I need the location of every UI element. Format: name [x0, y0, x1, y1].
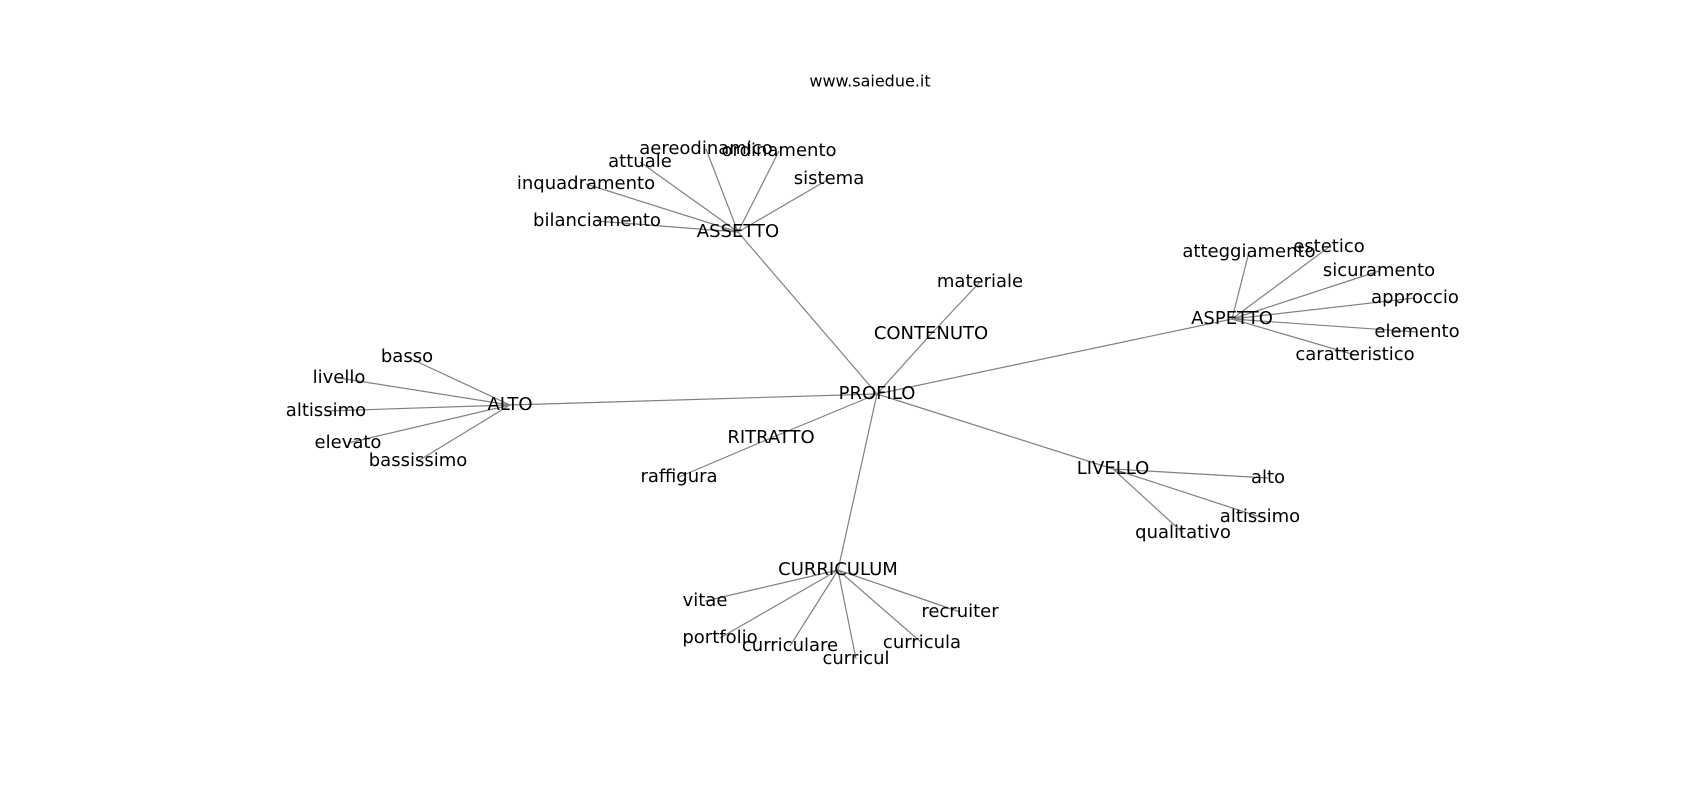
node-label-curricul: curricul: [822, 648, 889, 669]
node-label-approccio: approccio: [1371, 287, 1459, 308]
edge-ritratto-raffigura: [678, 437, 772, 478]
edge-assetto-ordinamento: [737, 150, 780, 233]
node-label-curricula: curricula: [883, 632, 961, 653]
node-label-altissimo_l: altissimo: [1220, 506, 1300, 527]
node-label-estetico: estetico: [1293, 236, 1365, 257]
node-label-sistema: sistema: [794, 168, 864, 189]
node-label-ordinamento: ordinamento: [721, 140, 836, 161]
node-label-curriculum: CURRICULUM: [778, 559, 898, 580]
edge-aspetto-atteggiamento: [1231, 251, 1250, 320]
node-label-recruiter: recruiter: [921, 601, 999, 622]
node-label-livello: livello: [313, 367, 366, 388]
edge-assetto-attuale: [639, 161, 739, 233]
edge-alto-altissimo_a: [325, 404, 511, 412]
node-label-portfolio: portfolio: [682, 627, 757, 648]
edge-aspetto-approccio: [1231, 297, 1416, 320]
edge-curriculum-portfolio: [719, 569, 839, 639]
edge-aspetto-caratteristico: [1231, 318, 1356, 356]
edge-profilo-assetto: [737, 231, 878, 395]
node-label-atteggiamento: atteggiamento: [1182, 241, 1315, 262]
node-label-qualitativo: qualitativo: [1135, 522, 1231, 543]
node-label-contenuto: CONTENUTO: [874, 323, 988, 344]
edge-profilo-aspetto: [876, 318, 1233, 395]
edge-aspetto-elemento: [1231, 318, 1418, 333]
edge-assetto-bilanciamento: [596, 220, 739, 233]
edge-curriculum-vitae: [704, 569, 839, 602]
edge-profilo-livello: [876, 393, 1114, 470]
edge-assetto-sistema: [737, 178, 830, 233]
edge-contenuto-materiale: [930, 281, 981, 335]
edge-curriculum-curricul: [837, 569, 857, 660]
edge-aspetto-estetico: [1231, 246, 1330, 320]
node-label-alto: alto: [1251, 467, 1285, 488]
node-label-vitae: vitae: [683, 590, 728, 611]
node-label-profilo: PROFILO: [839, 383, 916, 404]
node-label-elevato: elevato: [315, 432, 382, 453]
edge-profilo-curriculum: [837, 393, 878, 571]
node-label-inquadramento: inquadramento: [517, 173, 655, 194]
graph-edges: [325, 148, 1418, 660]
edge-livello-alto: [1112, 468, 1269, 479]
node-label-bilanciamento: bilanciamento: [533, 210, 661, 231]
edge-assetto-inquadramento: [585, 183, 739, 233]
edge-profilo-ritratto: [770, 393, 878, 439]
node-label-aereodinamico: aereodinamico: [639, 138, 773, 159]
edge-curriculum-curriculare: [789, 569, 839, 647]
edge-profilo-contenuto: [876, 333, 932, 395]
node-label-attuale: attuale: [608, 151, 672, 172]
edge-aspetto-sicuramento: [1231, 270, 1380, 320]
node-label-caratteristico: caratteristico: [1295, 344, 1414, 365]
node-label-assetto: ASSETTO: [697, 221, 779, 242]
node-label-basso: basso: [381, 346, 433, 367]
node-label-livello: LIVELLO: [1077, 458, 1150, 479]
edge-alto-elevato: [347, 404, 511, 444]
node-label-aspetto: ASPETTO: [1191, 308, 1273, 329]
edge-livello-qualitativo: [1112, 468, 1184, 534]
edge-livello-altissimo_l: [1112, 468, 1261, 518]
node-label-sicuramento: sicuramento: [1323, 260, 1435, 281]
edge-alto-livello: [338, 377, 511, 406]
edge-assetto-aereodinamico: [705, 148, 739, 233]
edge-alto-bassissimo: [417, 404, 511, 462]
site-title: www.saiedue.it: [809, 72, 930, 91]
node-label-materiale: materiale: [937, 271, 1023, 292]
edge-curriculum-curricula: [837, 569, 923, 644]
edge-alto-basso: [406, 356, 511, 406]
edge-curriculum-recruiter: [837, 569, 961, 613]
node-label-ritratto: RITRATTO: [727, 427, 814, 448]
node-label-altissimo_a: altissimo: [286, 400, 366, 421]
node-label-raffigura: raffigura: [640, 466, 717, 487]
edge-profilo-alto: [509, 393, 878, 406]
node-label-curriculare: curriculare: [742, 635, 838, 656]
node-label-bassissimo: bassissimo: [369, 450, 468, 471]
node-label-elemento: elemento: [1374, 321, 1459, 342]
node-label-alto: ALTO: [487, 394, 532, 415]
graph-nodes: PROFILO ASSETTO CONTENUTO ASPETTO ALTO RITRAT…: [286, 138, 1460, 669]
